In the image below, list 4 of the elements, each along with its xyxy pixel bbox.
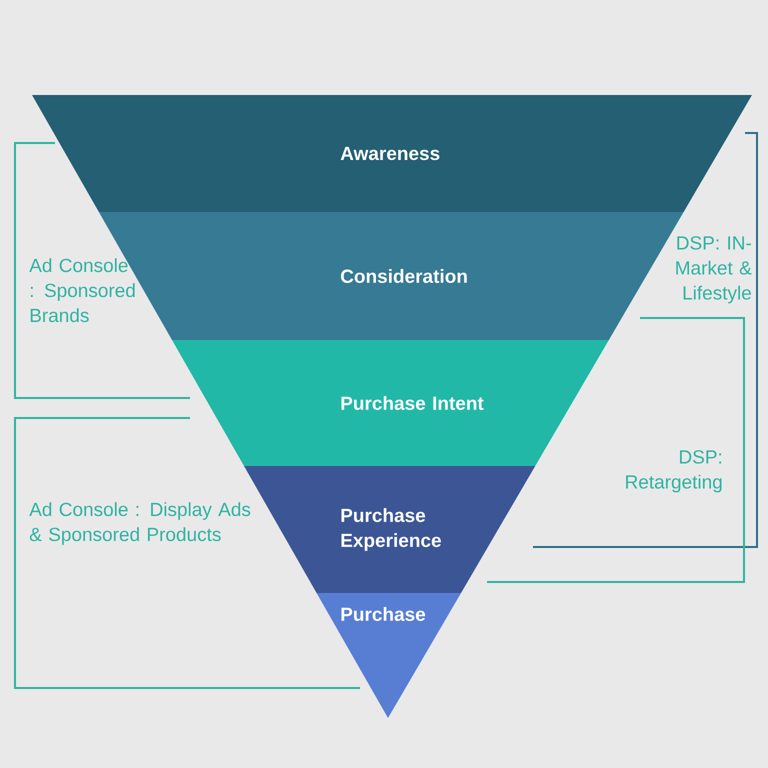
bracket-label: DSP: Retargeting xyxy=(626,450,722,492)
funnel-band: Awareness xyxy=(32,95,752,212)
funnel-band: Purchase Intent xyxy=(172,340,609,466)
funnel-band: Purchase xyxy=(316,593,462,718)
